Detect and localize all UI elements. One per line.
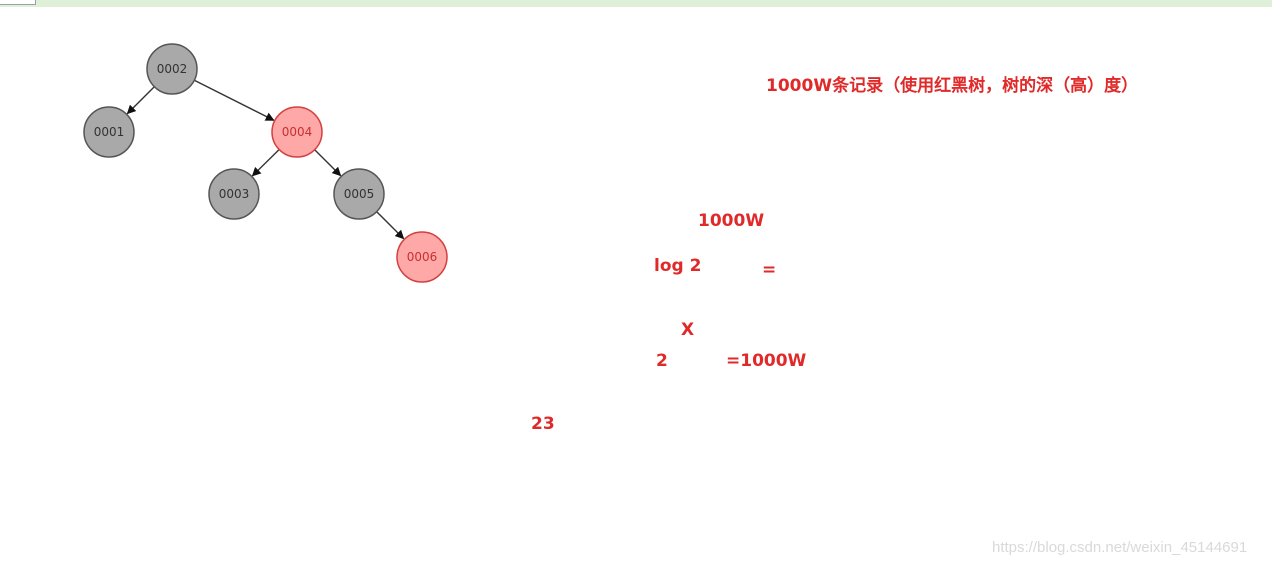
node-circle <box>208 168 260 220</box>
top-tab[interactable] <box>0 0 36 5</box>
label-two: 2 <box>656 351 668 371</box>
edge-0002-0001 <box>126 86 155 115</box>
records-title: 1000W条记录（使用红黑树，树的深（高）度） <box>766 76 1139 96</box>
node-label: 0001 <box>94 125 125 139</box>
label-equals: = <box>762 260 777 280</box>
node-circle <box>146 43 198 95</box>
tree-node-0003: 0003 <box>208 168 260 220</box>
tree-node-0002: 0002 <box>146 43 198 95</box>
tree-edges <box>126 79 405 240</box>
node-label: 0006 <box>407 250 438 264</box>
label-x: X <box>681 320 695 340</box>
node-circle <box>333 168 385 220</box>
label-eq1000w: =1000W <box>726 351 807 371</box>
tree-nodes: 0002 0001 0004 0003 0005 0006 <box>83 43 448 283</box>
node-label: 0003 <box>219 187 250 201</box>
tree-node-0004: 0004 <box>271 106 323 158</box>
label-log2: log 2 <box>654 256 702 276</box>
tree-node-0005: 0005 <box>333 168 385 220</box>
watermark: https://blog.csdn.net/weixin_45144691 <box>992 539 1248 556</box>
edge-0004-0003 <box>251 149 280 177</box>
node-label: 0004 <box>282 125 313 139</box>
label-1000w: 1000W <box>698 211 765 231</box>
node-circle <box>396 231 448 283</box>
edge-0005-0006 <box>376 211 405 240</box>
node-circle <box>271 106 323 158</box>
top-bar <box>0 0 1272 7</box>
edge-0004-0005 <box>314 149 342 177</box>
node-label: 0005 <box>344 187 375 201</box>
node-label: 0002 <box>157 62 188 76</box>
label-23: 23 <box>531 414 555 434</box>
edge-0002-0004 <box>193 79 275 121</box>
tree-node-0001: 0001 <box>83 106 135 158</box>
node-circle <box>83 106 135 158</box>
tree-node-0006: 0006 <box>396 231 448 283</box>
